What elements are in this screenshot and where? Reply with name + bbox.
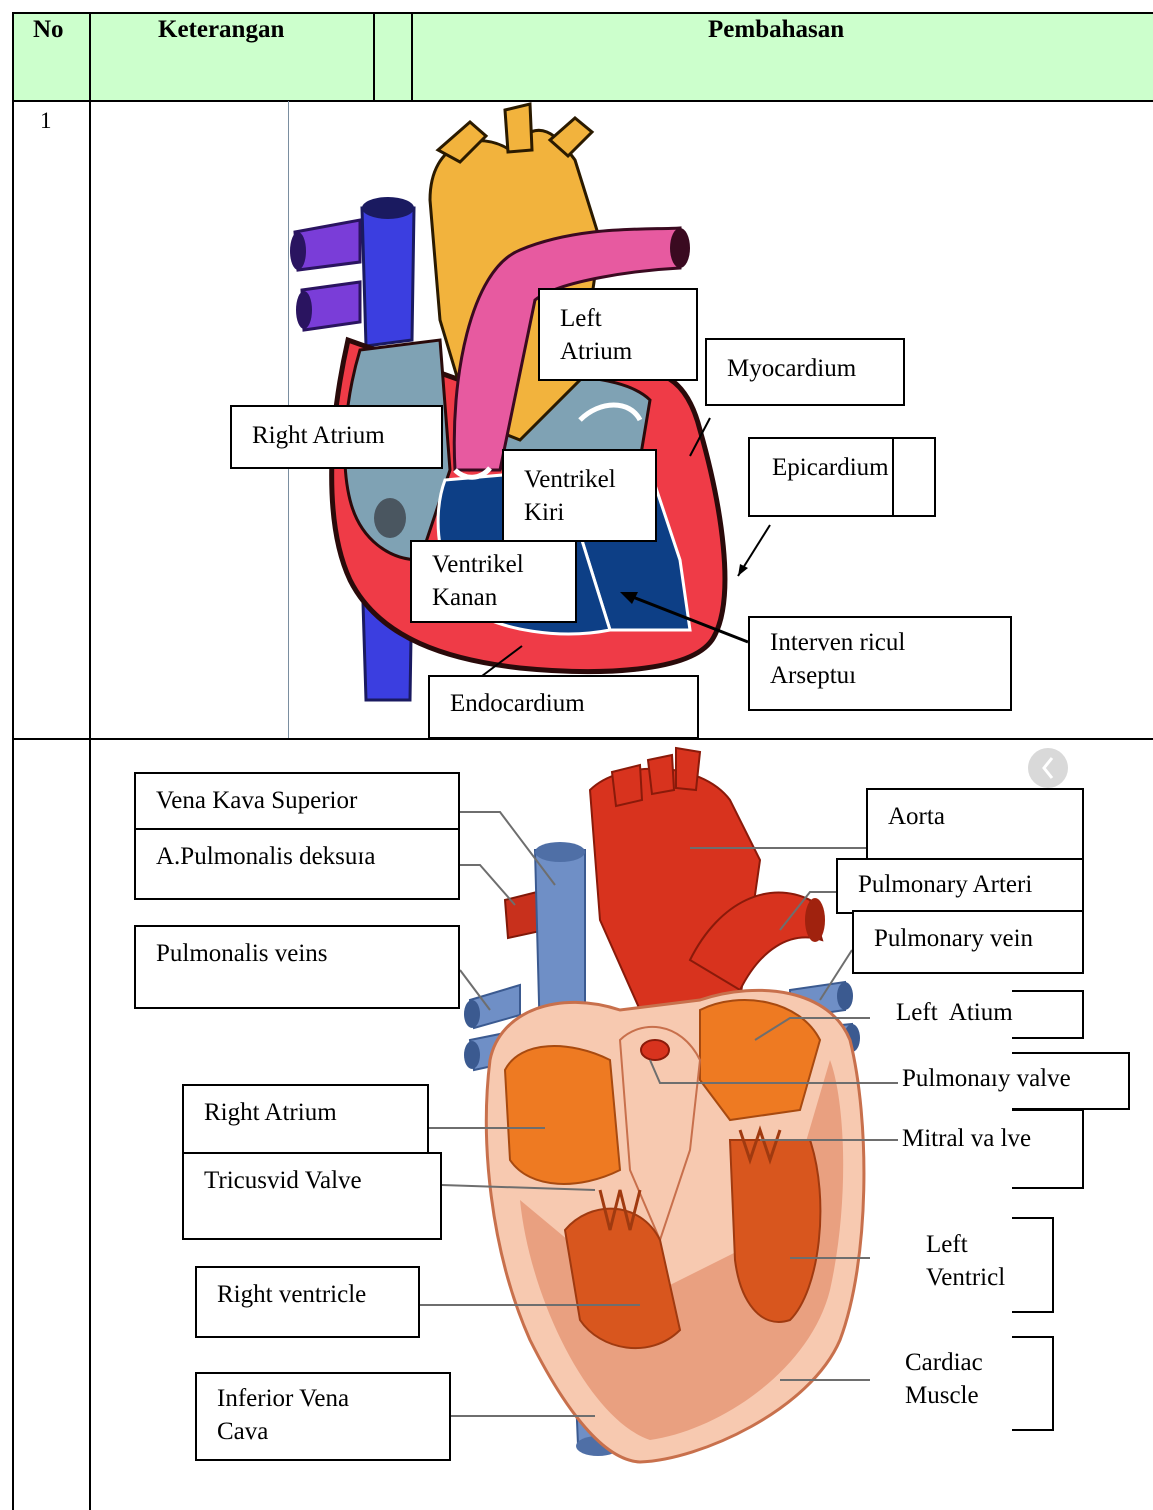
label-left-atium: Left Atium xyxy=(896,996,1013,1029)
carousel-arrow-icon xyxy=(1028,748,1068,788)
label-inferior-vena-cava-text: Inferior Vena Cava xyxy=(217,1385,349,1445)
label-aorta-text: Aorta xyxy=(888,803,945,830)
label-ventrikel-kiri-text: Ventrikel Kiri xyxy=(524,466,616,526)
aorta-branch-b xyxy=(648,755,674,794)
label-right-atrium-2-text: Right Atrium xyxy=(204,1099,337,1126)
label-pulmonary-valve-text: Pulmonaıy valve xyxy=(902,1065,1071,1092)
label-myocardium-text: Myocardium xyxy=(727,355,856,382)
label-left-ventricle: Left Ventricl xyxy=(926,1228,1005,1294)
label-left-ventricle-text: Left Ventricl xyxy=(926,1231,1005,1291)
label-ventrikel-kanan: Ventrikel Kanan xyxy=(410,540,577,623)
label-epicardium-text: Epicardium xyxy=(772,454,889,481)
label-aorta: Aorta xyxy=(866,788,1084,860)
label-left-atrium: Left Atrium xyxy=(538,288,698,381)
bracket-left-ventricle xyxy=(1012,1218,1053,1312)
label-right-ventricle-text: Right ventricle xyxy=(217,1281,366,1308)
label-inferior-vena-cava: Inferior Vena Cava xyxy=(195,1372,451,1461)
label-tricusvid-valve-text: Tricusvid Valve xyxy=(204,1167,362,1194)
label-pulmonary-valve-textbox: Pulmonaıy valve xyxy=(902,1062,1071,1095)
label-interventricular-text: Interven ricul Arseptuı xyxy=(770,629,905,689)
label-vena-kava-superior-text: Vena Kava Superior xyxy=(156,787,357,814)
label-pulmonary-vein-text: Pulmonary vein xyxy=(874,925,1033,952)
label-left-atrium-text: Left Atrium xyxy=(560,305,632,365)
label-cardiac-muscle: Cardiac Muscle xyxy=(905,1346,983,1412)
aorta-branch-2 xyxy=(505,104,532,152)
label-a-pulmonalis: A.Pulmonalis deksuɪa xyxy=(134,828,460,900)
label-mitral-valve: Mitral va lve xyxy=(902,1122,1031,1155)
label-right-atrium-1-text: Right Atrium xyxy=(252,422,385,449)
label-a-pulmonalis-text: A.Pulmonalis deksuɪa xyxy=(156,843,375,870)
label-epicardium: Epicardium xyxy=(748,437,936,517)
label-ventrikel-kanan-text: Ventrikel Kanan xyxy=(432,551,524,611)
label-left-atium-text: Left Atium xyxy=(896,999,1013,1026)
label-pulmonary-arteri-text: Pulmonary Arteri xyxy=(858,871,1032,898)
label-endocardium-text: Endocardium xyxy=(450,690,585,717)
bracket-left-atium xyxy=(1012,991,1083,1038)
aorta-branch-c xyxy=(676,748,700,790)
superior-vena-cava xyxy=(362,208,414,346)
label-endocardium: Endocardium xyxy=(428,675,699,739)
label-cardiac-muscle-text: Cardiac Muscle xyxy=(905,1349,983,1409)
label-right-ventricle: Right ventricle xyxy=(195,1266,420,1338)
label-vena-kava-superior: Vena Kava Superior xyxy=(134,772,460,830)
right-atrium-2 xyxy=(505,1046,620,1184)
label-right-atrium-2: Right Atrium xyxy=(182,1084,429,1154)
label-pulmonalis-veins: Pulmonalis veins xyxy=(134,925,460,1009)
left-ventricle-2 xyxy=(730,1140,820,1322)
label-myocardium: Myocardium xyxy=(705,338,905,406)
label-pulmonalis-veins-text: Pulmonalis veins xyxy=(156,940,328,967)
label-right-atrium-1: Right Atrium xyxy=(230,405,443,469)
label-mitral-valve-text: Mitral va lve xyxy=(902,1125,1031,1152)
label-tricusvid-valve: Tricusvid Valve xyxy=(182,1152,442,1240)
label-interventricular: Interven ricul Arseptuı xyxy=(748,616,1012,711)
epicardium-box-divider xyxy=(892,438,894,516)
bracket-cardiac-muscle xyxy=(1012,1337,1053,1430)
label-ventrikel-kiri: Ventrikel Kiri xyxy=(502,449,657,542)
label-pulmonary-vein: Pulmonary vein xyxy=(852,910,1084,974)
aorta-branch-a xyxy=(612,765,642,806)
label-pulmonary-arteri: Pulmonary Arteri xyxy=(836,858,1084,914)
